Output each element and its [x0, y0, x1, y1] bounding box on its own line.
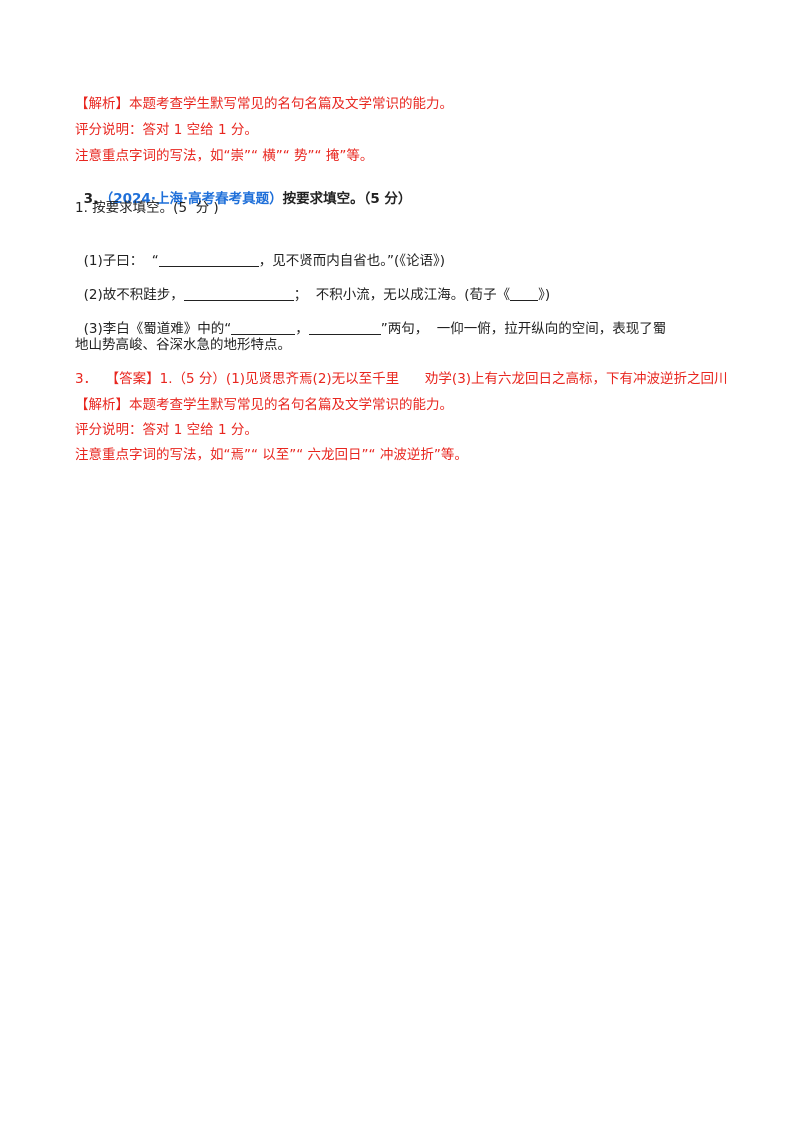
item-3-comma: ，	[295, 321, 309, 337]
blank-4[interactable]	[231, 320, 296, 335]
blank-1[interactable]	[158, 252, 259, 267]
analysis-text-2: 【解析】本题考查学生默写常见的名句名篇及文学常识的能力。	[75, 397, 453, 413]
scoring-text: 评分说明：答对 1 空给 1 分。	[75, 122, 258, 138]
blank-5[interactable]	[308, 320, 381, 335]
item-1: (1)子曰： “ ，见不贤而内自省也。”(《论语》)	[75, 234, 445, 270]
item-2-middle: ； 不积小流，无以成江海。(荀子《	[293, 287, 511, 303]
blank-3[interactable]	[510, 286, 539, 301]
note-text: 注意重点字词的写法，如“崇”“ 横”“ 势”“ 掩”等。	[75, 148, 374, 164]
sub-instruction: 1. 按要求填空。(5 分 )	[75, 200, 219, 216]
question-number: 3．	[83, 191, 107, 207]
blank-2[interactable]	[183, 286, 294, 301]
scoring-text-2: 评分说明：答对 1 空给 1 分。	[75, 422, 258, 438]
item-1-prefix: (1)子曰： “	[83, 253, 159, 269]
item-2-prefix: (2)故不积跬步，	[83, 287, 184, 303]
item-2-suffix: 》)	[538, 287, 551, 303]
item-2: (2)故不积跬步， ； 不积小流，无以成江海。(荀子《 》)	[75, 268, 551, 304]
item-3-continuation: 地山势高峻、谷深水急的地形特点。	[75, 337, 291, 353]
question-header: 3．（2024·上海·高考春考真题）按要求填空。（5 分）	[75, 172, 412, 208]
answer-text: 3． 【答案】1.（5 分）(1)见贤思齐焉(2)无以至千里 劝学(3)上有六龙…	[75, 371, 728, 387]
item-3-suffix: ”两句， 一仰一俯，拉开纵向的空间，表现了蜀	[380, 321, 667, 337]
item-1-suffix: ，见不贤而内自省也。”(《论语》)	[258, 253, 446, 269]
analysis-text: 【解析】本题考查学生默写常见的名句名篇及文学常识的能力。	[75, 96, 453, 112]
item-3-prefix: (3)李白《蜀道难》中的“	[83, 321, 232, 337]
item-3: (3)李白《蜀道难》中的“ ， ”两句， 一仰一俯，拉开纵向的空间，表现了蜀	[75, 302, 667, 338]
question-title: 按要求填空。（5 分）	[282, 191, 412, 207]
question-source: （2024·上海·高考春考真题）	[106, 191, 283, 207]
note-text-2: 注意重点字词的写法，如“焉”“ 以至”“ 六龙回日”“ 冲波逆折”等。	[75, 447, 468, 463]
